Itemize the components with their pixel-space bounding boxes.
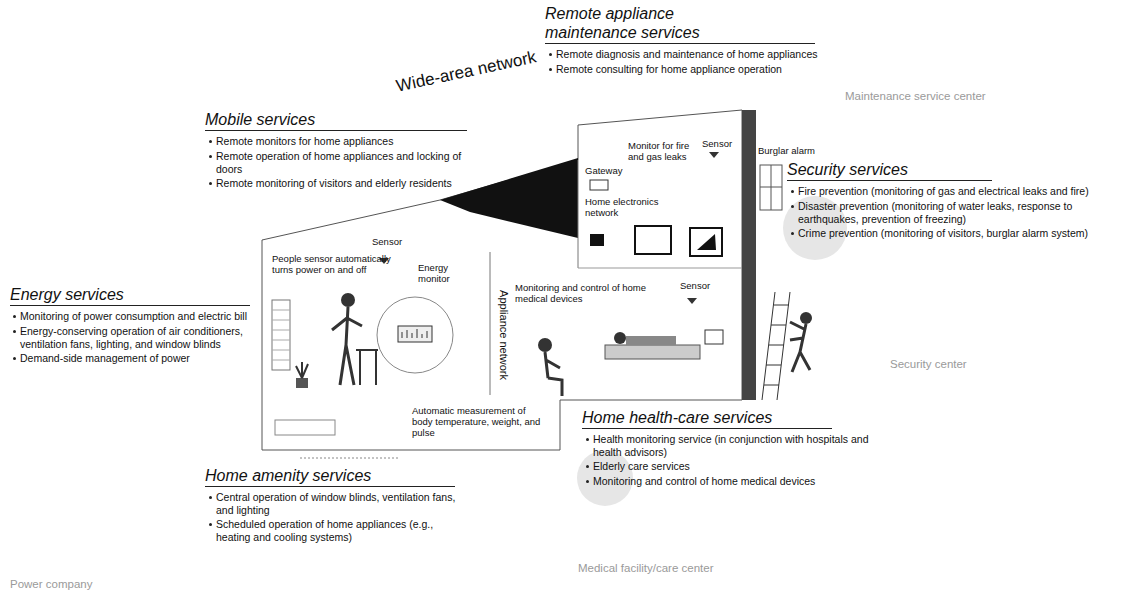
burglar-figure — [800, 312, 812, 324]
energy-monitor-ring — [377, 297, 453, 373]
center-label: Maintenance service center — [845, 90, 986, 102]
device-label: Sensor — [680, 280, 710, 291]
service-item: Central operation of window blinds, vent… — [208, 491, 463, 516]
medical-device — [705, 330, 723, 344]
window-blind — [272, 300, 290, 370]
service-item: Monitoring and control of home medical d… — [585, 475, 885, 488]
service-item: Remote monitoring of visitors and elderl… — [208, 177, 468, 190]
tv-icon — [690, 228, 722, 256]
gateway-icon — [590, 180, 608, 190]
service-heading: Remote appliance maintenance services — [545, 4, 815, 44]
network-label: Wide-area network — [394, 47, 538, 96]
service-item: Elderly care services — [585, 460, 885, 473]
ladder — [769, 345, 784, 346]
roof-wedge — [440, 158, 578, 238]
bed — [605, 345, 700, 359]
device-label: Gateway — [585, 165, 623, 176]
floor-line — [578, 268, 742, 269]
ladder — [766, 365, 781, 366]
shelf — [275, 420, 335, 435]
window-frame — [760, 187, 782, 188]
floor-wall — [578, 160, 579, 268]
patient-figure — [614, 332, 626, 344]
network-label: Appliance network — [498, 290, 510, 380]
plant-pot — [296, 378, 308, 388]
service-item: Monitoring of power consumption and elec… — [12, 310, 254, 323]
elderly-figure — [545, 352, 562, 396]
center-label: Security center — [890, 358, 967, 370]
service-item: Remote diagnosis and maintenance of home… — [548, 48, 818, 61]
heading-text: Home health-care services — [582, 408, 832, 427]
ladder — [762, 292, 775, 400]
window-blind — [272, 310, 290, 360]
person-figure — [341, 293, 355, 307]
device-label: Energy monitor — [418, 262, 468, 284]
service-heading: Home amenity services — [205, 466, 455, 487]
pc-icon — [590, 234, 604, 246]
heading-text: Home amenity services — [205, 466, 455, 485]
ladder — [771, 325, 786, 326]
service-heading: Energy services — [10, 285, 250, 306]
energy-monitor-icon — [398, 326, 432, 342]
house-side-wall — [742, 110, 756, 400]
service-item: Fire prevention (monitoring of gas and e… — [790, 185, 1125, 198]
service-item: Demand-side management of power — [12, 352, 254, 365]
service-item: Energy-conserving operation of air condi… — [12, 325, 254, 350]
device-label: Monitoring and control of home medical d… — [515, 282, 665, 304]
service-heading: Security services — [787, 160, 992, 181]
service-item: Health monitoring service (in conjunctio… — [585, 433, 885, 458]
service-item: Scheduled operation of home appliances (… — [208, 518, 463, 543]
window — [760, 165, 782, 210]
energy-monitor-icon — [402, 329, 427, 338]
device-label: People sensor automatically turns power … — [272, 253, 412, 275]
sensor-icon — [687, 298, 697, 304]
service-heading: Mobile services — [205, 110, 467, 131]
service-item: Disaster prevention (monitoring of water… — [790, 200, 1125, 225]
tv-screen — [697, 234, 716, 250]
device-label: Automatic measurement of body temperatur… — [412, 405, 547, 438]
service-item: Remote consulting for home appliance ope… — [548, 63, 818, 76]
service-heading: Home health-care services — [582, 408, 832, 429]
device-label: Monitor for fire and gas leaks — [628, 140, 700, 162]
ladder — [777, 292, 790, 400]
service-item: Crime prevention (monitoring of visitors… — [790, 227, 1125, 240]
device-label: Home electronics network — [585, 196, 675, 218]
heading-text: Remote appliance maintenance services — [545, 4, 735, 42]
sensor-icon — [709, 152, 719, 158]
patient-figure — [626, 336, 676, 345]
center-label: Power company — [10, 578, 92, 590]
tv-icon — [635, 226, 671, 254]
device-label: Sensor — [372, 236, 402, 247]
dotted-line — [300, 458, 400, 459]
heading-text: Mobile services — [205, 110, 467, 129]
device-label: Sensor — [702, 138, 732, 149]
ladder — [764, 385, 779, 386]
service-item: Remote operation of home appliances and … — [208, 150, 468, 175]
ladder — [774, 305, 789, 306]
burglar-figure — [790, 322, 810, 372]
person-figure — [332, 307, 362, 385]
appliance-network-line — [490, 252, 491, 395]
device-label: Burglar alarm — [758, 145, 815, 156]
center-label: Medical facility/care center — [578, 562, 714, 574]
elderly-figure — [538, 338, 552, 352]
heading-text: Energy services — [10, 285, 250, 304]
plant — [296, 362, 308, 378]
heading-text: Security services — [787, 160, 992, 179]
service-item: Remote monitors for home appliances — [208, 135, 468, 148]
chair — [356, 350, 378, 385]
